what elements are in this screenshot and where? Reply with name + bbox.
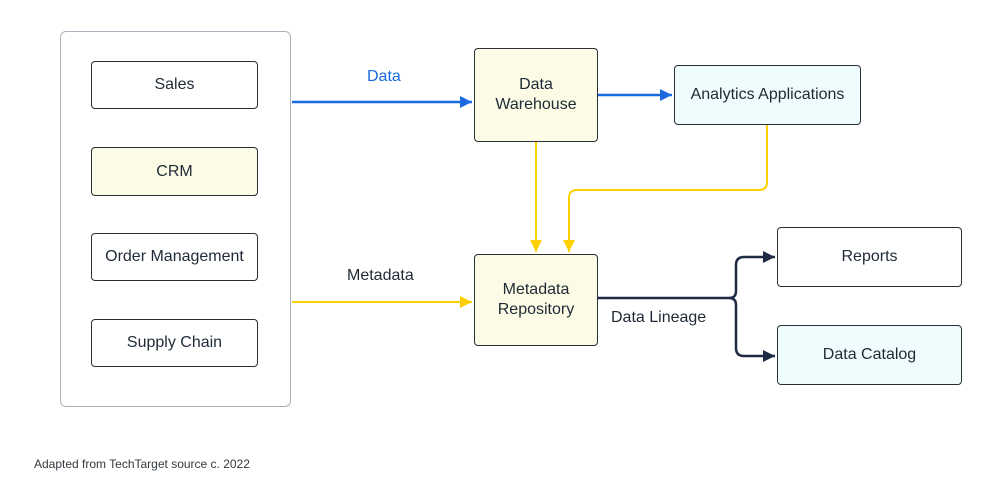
node-analytics-applications-label: Analytics Applications bbox=[690, 86, 845, 103]
node-data-catalog: Data Catalog bbox=[777, 325, 962, 385]
node-sales-label: Sales bbox=[154, 76, 195, 93]
node-crm-label: CRM bbox=[156, 162, 193, 180]
node-order-management-label: Order Management bbox=[105, 248, 244, 265]
node-supply-chain-label: Supply Chain bbox=[126, 334, 223, 351]
edge-metadata-repository-to-reports bbox=[598, 251, 775, 300]
node-order-management: Order Management bbox=[91, 233, 258, 281]
edge-label-data-lineage: Data Lineage bbox=[611, 309, 707, 326]
edge-label-metadata: Metadata bbox=[347, 267, 414, 284]
edge-label-data: Data bbox=[367, 68, 401, 85]
node-metadata-repository: Metadata Repository bbox=[474, 254, 598, 346]
edge-analytics-to-metadata-repository bbox=[563, 125, 768, 252]
node-crm: CRM bbox=[91, 147, 258, 196]
node-analytics-applications: Analytics Applications bbox=[674, 65, 861, 125]
node-reports-label: Reports bbox=[841, 248, 898, 265]
node-supply-chain: Supply Chain bbox=[91, 319, 258, 367]
edge-metadata-repository-to-data-catalog bbox=[728, 296, 775, 362]
source-caption: Adapted from TechTarget source c. 2022 bbox=[34, 457, 250, 471]
node-sales: Sales bbox=[91, 61, 258, 109]
node-data-warehouse-label: Data Warehouse bbox=[495, 76, 577, 113]
node-data-catalog-label: Data Catalog bbox=[822, 346, 917, 363]
node-data-warehouse: Data Warehouse bbox=[474, 48, 598, 142]
node-reports: Reports bbox=[777, 227, 962, 287]
node-metadata-repository-label: Metadata Repository bbox=[497, 281, 575, 318]
